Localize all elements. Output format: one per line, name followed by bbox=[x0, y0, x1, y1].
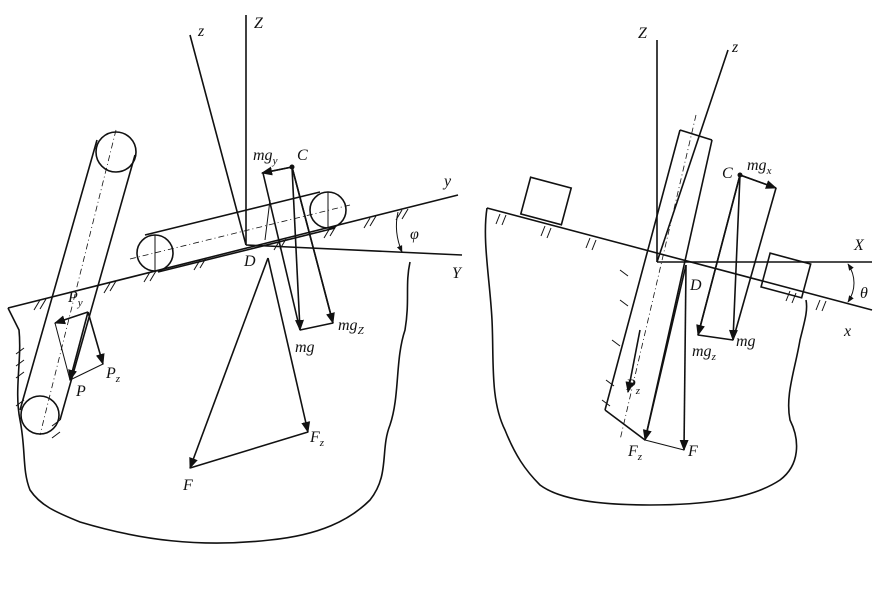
right-mgx-arrow bbox=[739, 174, 778, 189]
right-label-z: z bbox=[731, 39, 739, 56]
left-z-axis bbox=[189, 34, 247, 246]
right-label-D: D bbox=[689, 277, 702, 294]
right-label-Pz: Pz bbox=[625, 377, 641, 397]
left-ground-outline bbox=[7, 261, 411, 544]
left-mg-arrow bbox=[291, 166, 304, 332]
right-label-theta: θ bbox=[860, 285, 868, 302]
left-label-y: y bbox=[442, 173, 452, 190]
left-label-phi: φ bbox=[410, 226, 419, 243]
left-Pz-arrow bbox=[87, 311, 105, 366]
left-Fz-arrow bbox=[267, 257, 311, 434]
left-horizontal-bar bbox=[129, 191, 351, 273]
left-mgy-arrow bbox=[260, 166, 293, 176]
right-point-C bbox=[737, 172, 743, 178]
right-label-C: C bbox=[722, 165, 733, 182]
left-ground-line bbox=[7, 194, 459, 309]
left-F-closing-line bbox=[189, 431, 309, 469]
left-label-Z: Z bbox=[254, 15, 264, 32]
left-P-arrow bbox=[68, 311, 89, 382]
left-label-C: C bbox=[297, 147, 308, 164]
left-label-mgz: mgZ bbox=[338, 317, 365, 337]
right-right-block bbox=[760, 252, 812, 299]
right-label-mgx: mgx bbox=[747, 157, 772, 177]
right-label-X: X bbox=[853, 237, 865, 254]
left-label-D: D bbox=[243, 253, 256, 270]
right-Fz-arrow bbox=[642, 264, 687, 442]
left-label-F: F bbox=[182, 477, 193, 494]
left-F-arrow bbox=[189, 257, 269, 470]
right-ground-hatching bbox=[495, 213, 827, 407]
right-F-arrow bbox=[679, 264, 689, 452]
right-Pz-arrow bbox=[625, 329, 641, 394]
right-theta-arc bbox=[847, 263, 855, 303]
right-label-Fz: Fz bbox=[627, 443, 643, 463]
right-label-x: x bbox=[843, 323, 851, 340]
right-left-block bbox=[519, 176, 573, 226]
left-label-Py: Py bbox=[67, 289, 83, 309]
right-label-mgz: mgz bbox=[692, 343, 717, 363]
left-point-C bbox=[289, 164, 295, 170]
left-Py-arrow bbox=[53, 311, 89, 325]
left-label-Fz: Fz bbox=[309, 429, 325, 449]
left-label-Y: Y bbox=[452, 265, 463, 282]
right-mgz-arrow bbox=[696, 174, 741, 337]
right-label-Z: Z bbox=[638, 25, 648, 42]
right-ground-line bbox=[486, 207, 873, 311]
right-label-mg: mg bbox=[736, 333, 756, 350]
right-ground-outline bbox=[484, 207, 808, 506]
left-label-z: z bbox=[197, 23, 205, 40]
left-label-mgy: mgy bbox=[253, 147, 278, 167]
left-phi-arc bbox=[395, 211, 403, 253]
right-label-F: F bbox=[687, 443, 698, 460]
right-mg-arrow bbox=[728, 174, 741, 342]
left-label-P: P bbox=[75, 383, 86, 400]
left-mgz-arrow bbox=[291, 166, 335, 325]
left-label-Pz: Pz bbox=[105, 365, 121, 385]
left-view: z Z y Y C D φ mgy mgZ mg F Fz Py P Pz bbox=[7, 15, 463, 544]
right-view: Z z X x C D θ mgx mgz mg F Fz Pz bbox=[484, 25, 873, 506]
left-Y-axis bbox=[245, 244, 463, 256]
left-label-mg: mg bbox=[295, 339, 315, 356]
right-z-axis bbox=[656, 49, 729, 263]
